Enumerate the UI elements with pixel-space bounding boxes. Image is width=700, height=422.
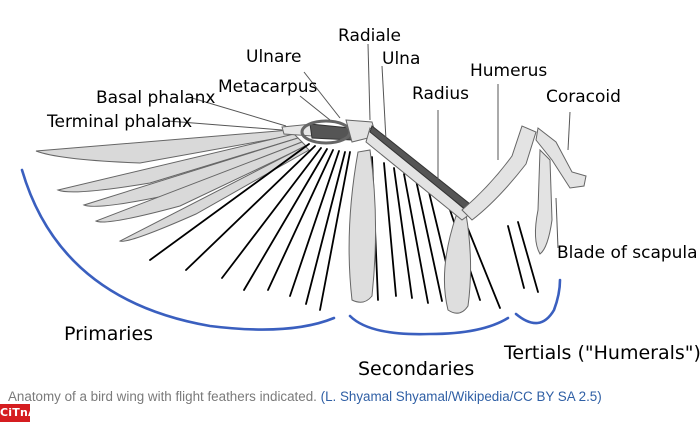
feather-group-brackets — [20, 168, 562, 336]
tertials-bracket — [514, 278, 562, 325]
label-basal-phalanx: Basal phalanx — [96, 88, 215, 108]
scapula-bone — [534, 148, 553, 255]
site-logo: CiTnA — [0, 404, 37, 422]
primaries-bracket — [20, 168, 336, 331]
leader-lines — [167, 43, 571, 249]
primary-feather — [35, 129, 297, 164]
wing-bones — [281, 119, 587, 255]
label-humerus: Humerus — [470, 61, 547, 81]
primary-feathers — [35, 129, 310, 242]
label-blade-of-scapula: Blade of scapula — [557, 243, 698, 263]
humerus-bone — [461, 125, 537, 221]
label-metacarpus: Metacarpus — [218, 77, 318, 97]
label-coracoid: Coracoid — [546, 87, 621, 107]
coracoid-bone — [535, 127, 587, 189]
secondary-feather — [348, 149, 377, 303]
label-radiale: Radiale — [338, 26, 401, 46]
caption-credit-link[interactable]: (L. Shyamal Shyamal/Wikipedia/CC BY SA 2… — [320, 389, 602, 404]
anatomy-labels: Radiale Ulnare Ulna Metacarpus Humerus R… — [46, 26, 698, 263]
label-terminal-phalanx: Terminal phalanx — [46, 112, 192, 132]
label-primaries: Primaries — [64, 323, 153, 345]
primary-feather — [118, 145, 310, 242]
label-secondaries: Secondaries — [358, 358, 474, 380]
image-caption: Anatomy of a bird wing with flight feath… — [8, 389, 698, 404]
primary-feather — [94, 141, 307, 223]
primary-feather — [56, 133, 299, 193]
label-tertials: Tertials ("Humerals") — [503, 342, 700, 364]
caption-text: Anatomy of a bird wing with flight feath… — [8, 389, 321, 404]
secondary-feathers — [348, 149, 472, 314]
label-radius: Radius — [412, 84, 469, 104]
secondaries-bracket — [348, 314, 510, 336]
bird-wing-diagram: Radiale Ulnare Ulna Metacarpus Humerus R… — [20, 26, 700, 380]
secondary-feather — [443, 213, 472, 314]
label-ulnare: Ulnare — [246, 47, 301, 67]
group-labels: Primaries Secondaries Tertials ("Humeral… — [64, 323, 700, 380]
label-ulna: Ulna — [382, 49, 420, 69]
